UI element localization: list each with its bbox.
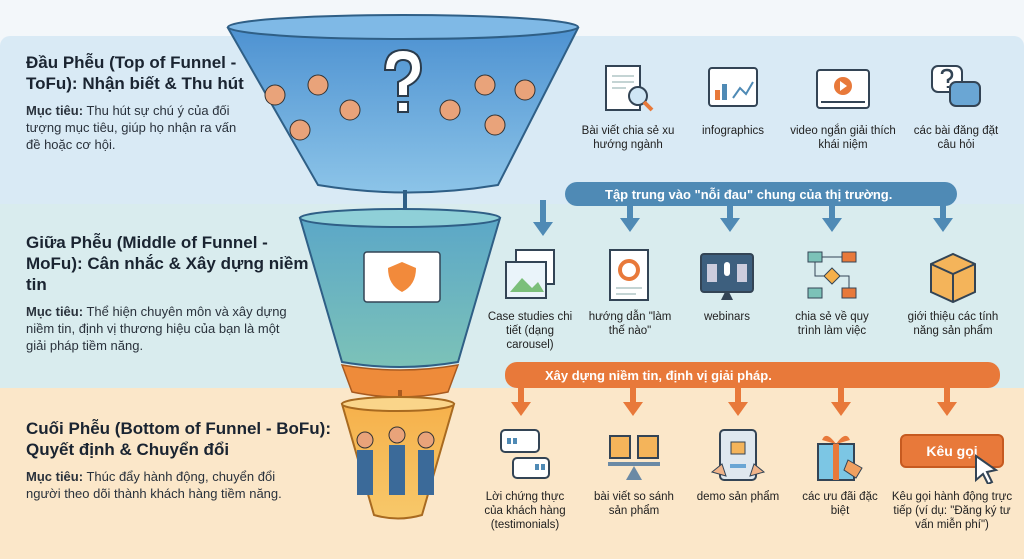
- tofu-item: video ngắn giải thích khái niệm: [787, 62, 899, 152]
- tofu-item: các bài đăng đặt câu hỏi: [904, 62, 1008, 152]
- tablet-demo-icon: [710, 429, 766, 481]
- tofu-item: infographics: [681, 62, 785, 138]
- gift-discount-icon: [817, 435, 863, 481]
- product-box-icon: [930, 252, 976, 304]
- tofu-item: Bài viết chia sẻ xu hướng ngành: [576, 62, 680, 152]
- webinar-monitor-icon: [700, 253, 754, 300]
- mofu-banner-text: Xây dựng niềm tin, định vị giải pháp.: [545, 367, 772, 383]
- tofu-title: Đầu Phễu (Top of Funnel - ToFu): Nhận bi…: [26, 53, 244, 93]
- bofu-section: Cuối Phễu (Bottom of Funnel - BoFu): Quy…: [26, 418, 346, 502]
- testimonial-quote-icon: [500, 429, 550, 479]
- mofu-banner: Xây dựng niềm tin, định vị giải pháp.: [505, 362, 1000, 388]
- mofu-item-label: webinars: [703, 311, 751, 323]
- bofu-goal-text: Thúc đẩy hành động, chuyển đổi người the…: [26, 469, 282, 501]
- mofu-item: hướng dẫn "làm thế nào": [582, 248, 678, 338]
- bofu-title: Cuối Phễu (Bottom of Funnel - BoFu): Quy…: [26, 419, 331, 459]
- mofu-item-label: giới thiệu các tính năng sản phẩm: [907, 311, 999, 337]
- bofu-item: Kêu gọi Kêu gọi hành động trực tiếp (ví …: [890, 428, 1014, 532]
- bofu-item: Lời chứng thực của khách hàng (testimoni…: [477, 428, 573, 532]
- bofu-item: các ưu đãi đặc biệt: [792, 428, 888, 518]
- cta-cursor-icon: Kêu gọi: [890, 428, 1014, 490]
- bofu-item-label: demo sản phẩm: [696, 491, 780, 503]
- mofu-item: chia sẻ về quy trình làm việc: [784, 248, 880, 338]
- bofu-item-label: các ưu đãi đặc biệt: [802, 491, 878, 517]
- people-icons: [264, 74, 536, 141]
- mofu-item-label: Case studies chi tiết (dạng carousel): [487, 311, 573, 351]
- tofu-goal: Mục tiêu: Thu hút sự chú ý của đối tượng…: [26, 102, 244, 153]
- tofu-item-label: Bài viết chia sẻ xu hướng ngành: [581, 125, 675, 151]
- bofu-goal-label: Mục tiêu:: [26, 469, 84, 484]
- mofu-arrows: [511, 385, 957, 416]
- bofu-item-label: Kêu gọi hành động trực tiếp (ví dụ: "Đăn…: [891, 491, 1013, 531]
- tofu-goal-label: Mục tiêu:: [26, 103, 84, 118]
- mofu-item: Case studies chi tiết (dạng carousel): [482, 248, 578, 352]
- mofu-goal-label: Mục tiêu:: [26, 304, 84, 319]
- question-bubble-icon: [931, 65, 981, 107]
- mofu-item-label: hướng dẫn "làm thế nào": [588, 311, 672, 337]
- mofu-item-label: chia sẻ về quy trình làm việc: [795, 311, 869, 337]
- tofu-item-label: các bài đăng đặt câu hỏi: [913, 125, 999, 151]
- tofu-banner-text: Tập trung vào "nỗi đau" chung của thị tr…: [605, 186, 893, 202]
- mofu-goal: Mục tiêu: Thể hiện chuyên môn và xây dựn…: [26, 303, 294, 354]
- tofu-banner: Tập trung vào "nỗi đau" chung của thị tr…: [565, 182, 957, 206]
- mofu-section: Giữa Phễu (Middle of Funnel - MoFu): Cân…: [26, 232, 316, 354]
- guide-gear-icon: [609, 249, 649, 301]
- video-player-icon: [816, 69, 870, 109]
- tofu-section: Đầu Phễu (Top of Funnel - ToFu): Nhận bi…: [26, 52, 244, 153]
- flowchart-icon: [807, 251, 857, 299]
- shield-icon: [388, 262, 416, 292]
- mofu-goal-text: Thể hiện chuyên môn và xây dựng niềm tin…: [26, 304, 287, 353]
- mofu-title: Giữa Phễu (Middle of Funnel - MoFu): Cân…: [26, 233, 309, 294]
- bofu-item-label: Lời chứng thực của khách hàng (testimoni…: [484, 491, 566, 531]
- bofu-item-label: bài viết so sánh sản phẩm: [594, 491, 674, 517]
- tofu-item-label: infographics: [701, 125, 764, 137]
- tofu-item-label: video ngắn giải thích khái niệm: [790, 125, 896, 151]
- carousel-images-icon: [505, 249, 555, 299]
- compare-scale-icon: [608, 435, 660, 480]
- bofu-item: demo sản phẩm: [690, 428, 786, 504]
- bofu-goal: Mục tiêu: Thúc đẩy hành động, chuyển đổi…: [26, 468, 286, 502]
- tofu-goal-text: Thu hút sự chú ý của đối tượng mục tiêu,…: [26, 103, 237, 152]
- cursor-icon: [975, 454, 999, 484]
- bofu-item: bài viết so sánh sản phẩm: [586, 428, 682, 518]
- article-magnifier-icon: [605, 65, 654, 112]
- mofu-item: giới thiệu các tính năng sản phẩm: [898, 248, 1008, 338]
- question-mark-icon: [383, 48, 423, 113]
- mofu-item: webinars: [679, 248, 775, 324]
- tofu-arrows: [533, 200, 953, 236]
- infographic-icon: [708, 67, 758, 107]
